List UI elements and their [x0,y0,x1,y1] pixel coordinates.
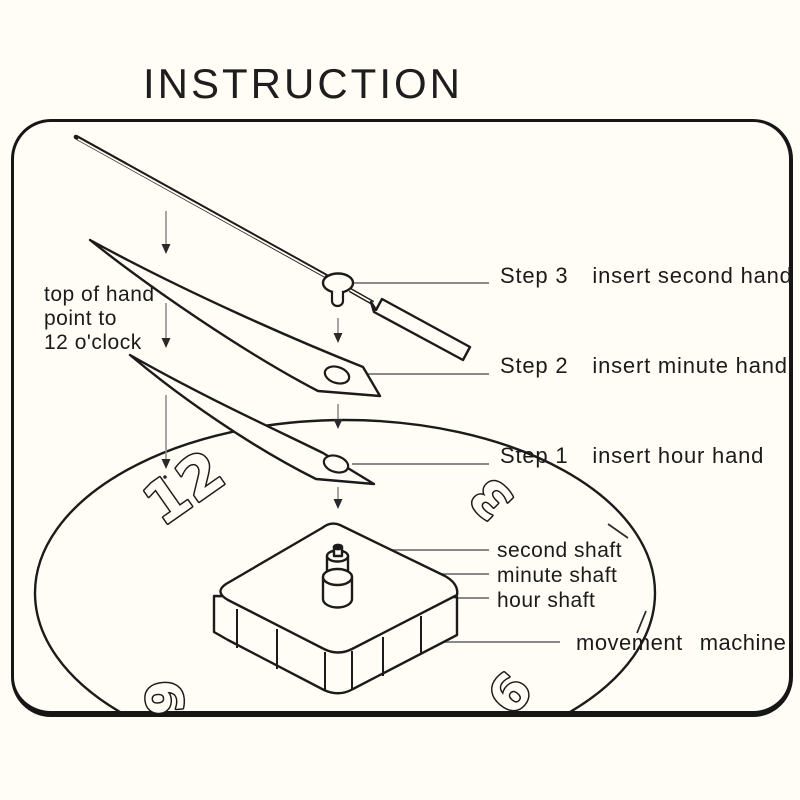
step-2-row: Step 2 insert minute hand [500,353,788,379]
minute-shaft-label: minute shaft [497,564,618,587]
down-arrow-icon [333,499,343,509]
down-arrow-icon [161,459,171,469]
hour-hand [128,353,376,486]
note-line-2: point to [44,307,117,330]
instruction-panel [11,119,793,717]
note-line-3: 12 o'clock [44,331,142,354]
second-hand [73,134,472,362]
down-arrow-icon [333,333,343,343]
down-arrow-icon [333,419,343,429]
tick-mark [636,610,647,634]
down-arrow-icon [161,338,171,348]
note-line-1: top of hand [44,283,155,306]
movement-machine-illustration [212,522,459,695]
step-2-text: insert minute hand [592,353,788,378]
minute-hand [88,238,382,398]
second-hand-counterweight [369,297,472,362]
step-3-row: Step 3 insert second hand [500,263,793,289]
insert-direction-arrows [161,211,343,509]
shaft-stack [321,543,354,609]
step-3-label: Step 3 [500,263,569,288]
tick-mark [607,523,629,539]
minute-hand-hole [323,365,351,385]
numeral-9: 9 [135,677,196,717]
movement-machine-label: movement machine [576,630,786,656]
numeral-3: 3 [459,466,525,532]
step-1-text: insert hour hand [592,443,765,468]
step-3-text: insert second hand [592,263,793,288]
step-2-label: Step 2 [500,353,569,378]
page-title: INSTRUCTION [143,60,463,107]
movement-word: movement [576,630,683,655]
machine-word: machine [699,630,787,655]
second-shaft-label: second shaft [497,539,623,562]
step-1-row: Step 1 insert hour hand [500,443,764,469]
second-hand-sleeve [330,291,345,308]
clock-face-ellipse [33,418,657,711]
orientation-note: top of hand point to 12 o'clock [44,283,155,355]
second-hand-hub [321,272,355,294]
down-arrow-icon [161,244,171,254]
hour-hand-hole [322,454,350,474]
step-1-label: Step 1 [500,443,569,468]
numeral-12: 12 [131,437,236,539]
hour-shaft-label: hour shaft [497,589,596,612]
numeral-6: 6 [477,662,544,726]
